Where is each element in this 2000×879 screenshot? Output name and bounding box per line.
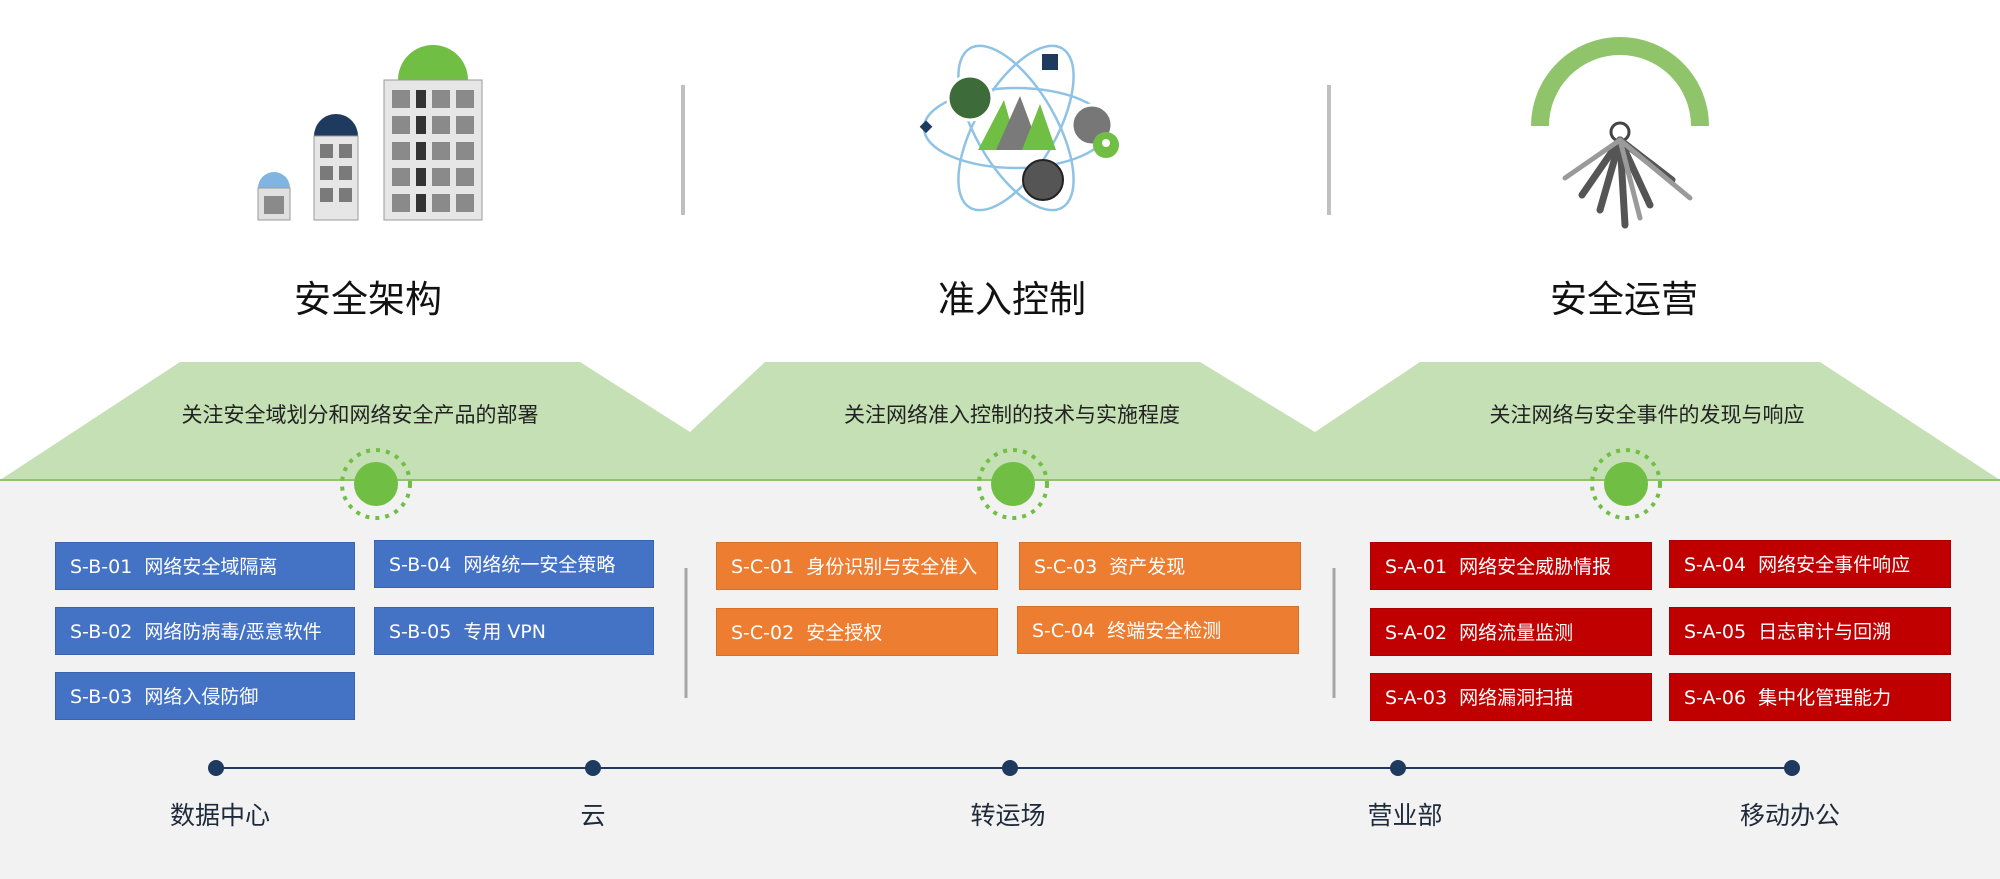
capability-box-s-a-06[interactable]: S-A-06 集中化管理能力 bbox=[1669, 673, 1951, 721]
box-code: S-B-01 bbox=[70, 556, 133, 578]
capability-box-s-b-03[interactable]: S-B-03 网络入侵防御 bbox=[55, 672, 355, 720]
atom-network-icon bbox=[919, 44, 1119, 212]
box-label: 网络安全威胁情报 bbox=[1459, 556, 1612, 578]
buildings-icon bbox=[257, 45, 483, 221]
column-title-architecture: 安全架构 bbox=[294, 278, 442, 321]
box-label: 日志审计与回溯 bbox=[1758, 621, 1892, 643]
timeline-dot-1 bbox=[208, 760, 224, 776]
box-code: S-B-03 bbox=[70, 686, 133, 708]
box-code: S-A-01 bbox=[1385, 556, 1448, 578]
marker-icon-1 bbox=[340, 448, 412, 520]
timeline-dot-4 bbox=[1390, 760, 1406, 776]
capability-box-s-b-05[interactable]: S-B-05 专用 VPN bbox=[374, 607, 654, 655]
box-label: 网络安全事件响应 bbox=[1758, 554, 1911, 576]
column-subtitle-access-control: 关注网络准入控制的技术与实施程度 bbox=[844, 403, 1180, 427]
green-band bbox=[0, 362, 2000, 480]
timeline-label-mobile-office: 移动办公 bbox=[1739, 801, 1840, 830]
box-label: 集中化管理能力 bbox=[1758, 687, 1892, 709]
capability-box-s-a-03[interactable]: S-A-03 网络漏洞扫描 bbox=[1370, 673, 1652, 721]
column-subtitle-architecture: 关注安全域划分和网络安全产品的部署 bbox=[181, 403, 539, 427]
box-label: 网络安全域隔离 bbox=[144, 556, 278, 578]
box-label: 网络统一安全策略 bbox=[463, 554, 616, 576]
box-label: 资产发现 bbox=[1109, 556, 1186, 578]
timeline-label-transfer-yard: 转运场 bbox=[970, 801, 1046, 830]
box-label: 身份识别与安全准入 bbox=[806, 556, 978, 578]
timeline-label-business-office: 营业部 bbox=[1367, 801, 1443, 830]
capability-box-s-a-01[interactable]: S-A-01 网络安全威胁情报 bbox=[1370, 542, 1652, 590]
box-label: 专用 VPN bbox=[463, 621, 547, 643]
box-code: S-B-05 bbox=[389, 621, 452, 643]
box-code: S-B-04 bbox=[389, 554, 452, 576]
box-code: S-C-01 bbox=[731, 556, 795, 578]
keys-icon bbox=[1531, 37, 1709, 229]
capability-box-s-b-02[interactable]: S-B-02 网络防病毒/恶意软件 bbox=[55, 607, 355, 655]
capability-box-s-a-04[interactable]: S-A-04 网络安全事件响应 bbox=[1669, 540, 1951, 588]
box-code: S-A-03 bbox=[1385, 687, 1448, 709]
box-code: S-A-04 bbox=[1684, 554, 1747, 576]
box-code: S-C-02 bbox=[731, 622, 795, 644]
box-code: S-C-03 bbox=[1034, 556, 1098, 578]
capability-box-s-c-01[interactable]: S-C-01 身份识别与安全准入 bbox=[716, 542, 998, 590]
capability-box-s-b-04[interactable]: S-B-04 网络统一安全策略 bbox=[374, 540, 654, 588]
timeline-dot-5 bbox=[1784, 760, 1800, 776]
timeline-dot-2 bbox=[585, 760, 601, 776]
capability-box-s-a-02[interactable]: S-A-02 网络流量监测 bbox=[1370, 608, 1652, 656]
timeline-dot-3 bbox=[1002, 760, 1018, 776]
capability-box-s-b-01[interactable]: S-B-01 网络安全域隔离 bbox=[55, 542, 355, 590]
timeline-label-datacenter: 数据中心 bbox=[169, 801, 270, 830]
box-label: 网络漏洞扫描 bbox=[1459, 687, 1574, 709]
column-subtitle-operations: 关注网络与安全事件的发现与响应 bbox=[1489, 403, 1805, 427]
box-label: 安全授权 bbox=[806, 622, 883, 644]
capability-box-s-a-05[interactable]: S-A-05 日志审计与回溯 bbox=[1669, 607, 1951, 655]
capability-box-s-c-03[interactable]: S-C-03 资产发现 bbox=[1019, 542, 1301, 590]
box-code: S-A-02 bbox=[1385, 622, 1448, 644]
marker-icon-2 bbox=[977, 448, 1049, 520]
capability-box-s-c-04[interactable]: S-C-04 终端安全检测 bbox=[1017, 606, 1299, 654]
box-label: 终端安全检测 bbox=[1107, 620, 1222, 642]
box-label: 网络防病毒/恶意软件 bbox=[144, 621, 322, 643]
column-title-operations: 安全运营 bbox=[1550, 278, 1698, 321]
column-title-access-control: 准入控制 bbox=[938, 278, 1086, 321]
box-code: S-A-06 bbox=[1684, 687, 1747, 709]
timeline-label-cloud: 云 bbox=[580, 801, 606, 830]
marker-icon-3 bbox=[1590, 448, 1662, 520]
box-code: S-C-04 bbox=[1032, 620, 1096, 642]
box-label: 网络入侵防御 bbox=[144, 686, 259, 708]
box-code: S-B-02 bbox=[70, 621, 133, 643]
capability-box-s-c-02[interactable]: S-C-02 安全授权 bbox=[716, 608, 998, 656]
box-label: 网络流量监测 bbox=[1459, 622, 1574, 644]
box-code: S-A-05 bbox=[1684, 621, 1747, 643]
